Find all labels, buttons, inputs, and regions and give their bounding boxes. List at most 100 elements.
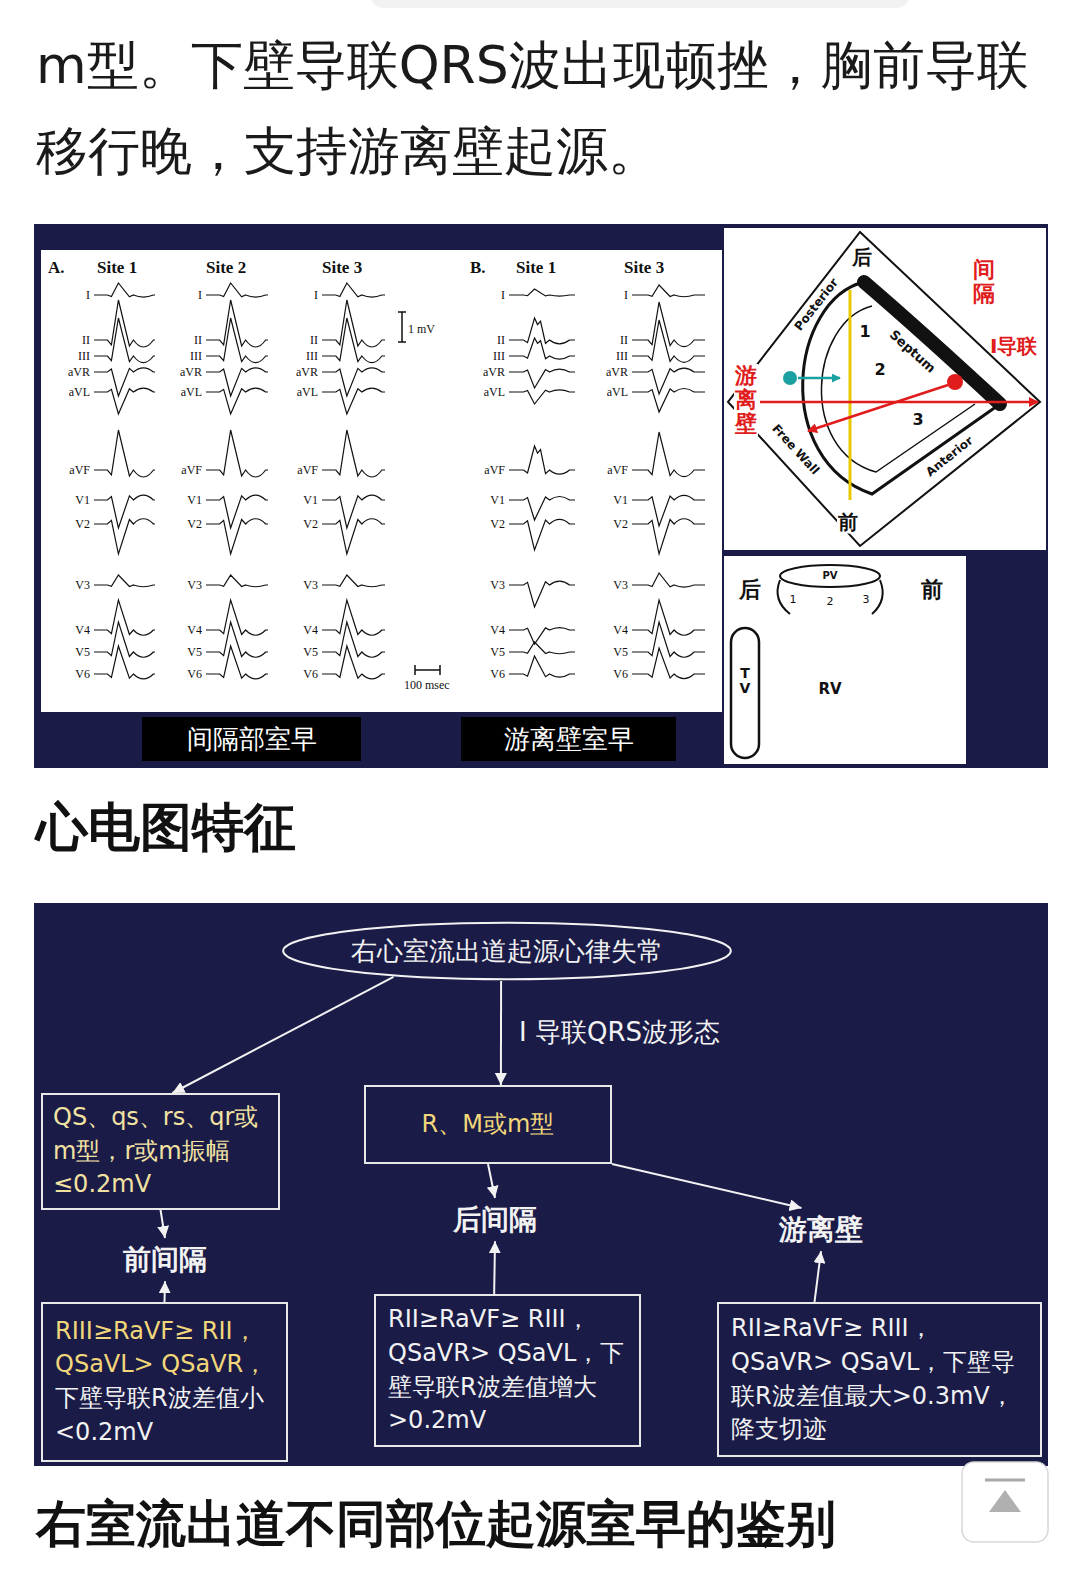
ecg-trace bbox=[632, 573, 705, 587]
search-bar bbox=[370, 0, 910, 8]
ecg-traces bbox=[94, 283, 705, 679]
node-text: RIII≥RaVF≥ RII，QSaVL> QSaVR， bbox=[55, 1315, 274, 1382]
ecg-trace bbox=[322, 495, 385, 528]
criteria-box: R、M或m型 bbox=[364, 1085, 612, 1164]
ecg-trace bbox=[632, 600, 705, 635]
lead-name: aVL bbox=[274, 384, 318, 400]
ecg-trace bbox=[206, 575, 268, 587]
ecg-trace bbox=[509, 289, 575, 296]
site-label: Site 2 bbox=[206, 258, 246, 278]
ecg-trace bbox=[94, 622, 155, 657]
ecg-trace bbox=[94, 495, 155, 528]
node-text: 下壁导联R波差值小<0.2mV bbox=[55, 1382, 274, 1449]
node-text: 游离壁 bbox=[760, 1210, 882, 1249]
ecg-trace bbox=[509, 390, 575, 404]
origin-dot bbox=[947, 374, 963, 390]
lead-name: aVF bbox=[461, 462, 505, 478]
lead-name: I bbox=[584, 287, 628, 303]
ecg-trace bbox=[509, 628, 575, 644]
chamber-label: RV bbox=[818, 681, 841, 698]
ecg-trace bbox=[509, 318, 575, 344]
ecg-trace bbox=[509, 497, 575, 521]
ecg-trace bbox=[509, 338, 575, 359]
criteria-box: RIII≥RaVF≥ RII，QSaVL> QSaVR，下壁导联R波差值小<0.… bbox=[41, 1302, 288, 1462]
section-heading: 心电图特征 bbox=[36, 796, 296, 858]
lead-name: V2 bbox=[46, 516, 90, 532]
flow-arrow bbox=[164, 1281, 167, 1302]
direction-label: 后 bbox=[739, 577, 761, 602]
axis-line bbox=[849, 290, 852, 500]
ecg-trace bbox=[509, 446, 575, 474]
lead-name: V5 bbox=[461, 644, 505, 660]
valve-ring bbox=[780, 565, 880, 587]
valve-label: PV bbox=[822, 570, 837, 582]
scroll-top-icon bbox=[989, 1490, 1021, 1512]
ecg-trace bbox=[206, 622, 268, 657]
lead-name: aVR bbox=[461, 364, 505, 380]
vector-arrow bbox=[808, 385, 948, 431]
outflow-tract bbox=[778, 580, 883, 614]
lead-name: I bbox=[158, 287, 202, 303]
ecg-trace bbox=[94, 283, 155, 297]
valve-symbol bbox=[731, 628, 759, 758]
start-ellipse: 右心室流出道起源心律失常 bbox=[280, 921, 734, 981]
lead-name: II bbox=[46, 332, 90, 348]
callout-number: 1 bbox=[790, 594, 797, 607]
lead-name: V1 bbox=[46, 492, 90, 508]
ecg-trace bbox=[322, 283, 385, 297]
flow-arrow bbox=[500, 981, 502, 1085]
site-label: 游离壁 bbox=[756, 1208, 886, 1251]
ecg-trace bbox=[322, 622, 385, 657]
caption-box: 游离壁室早 bbox=[461, 717, 676, 761]
ecg-trace bbox=[509, 656, 575, 677]
ecg-trace bbox=[509, 642, 575, 654]
lead-name: V5 bbox=[274, 644, 318, 660]
lead-name: III bbox=[46, 348, 90, 364]
lead-name: V5 bbox=[46, 644, 90, 660]
lead-name: aVF bbox=[584, 462, 628, 478]
ecg-trace bbox=[206, 495, 268, 528]
figure-panel bbox=[34, 903, 1048, 1466]
lead-name: aVR bbox=[274, 364, 318, 380]
lead-name: III bbox=[274, 348, 318, 364]
lead-name: V3 bbox=[274, 577, 318, 593]
lead-name: aVF bbox=[274, 462, 318, 478]
ecg-trace bbox=[322, 600, 385, 635]
direction-label: 前 bbox=[921, 577, 943, 602]
flow-arrow bbox=[172, 977, 393, 1093]
lead-name: aVR bbox=[46, 364, 90, 380]
scale-bar bbox=[415, 665, 440, 675]
ecg-trace bbox=[322, 388, 385, 414]
callout-number: 3 bbox=[912, 411, 923, 429]
panel-letter: A. bbox=[48, 258, 65, 278]
ecg-trace bbox=[509, 519, 575, 550]
edge-label: I 导联QRS波形态 bbox=[515, 1016, 724, 1050]
scroll-top-icon bbox=[985, 1479, 1025, 1482]
callout-number: 1 bbox=[859, 323, 870, 341]
lead-name: V3 bbox=[584, 577, 628, 593]
scroll-top-button bbox=[962, 1462, 1048, 1542]
lead-name: II bbox=[158, 332, 202, 348]
ecg-trace bbox=[509, 369, 575, 388]
lead-axis-arrow bbox=[760, 401, 1038, 404]
lead-name: aVL bbox=[461, 384, 505, 400]
ecg-trace bbox=[632, 302, 705, 347]
section-outline bbox=[728, 232, 1040, 546]
node-text: 后间隔 bbox=[434, 1200, 556, 1239]
origin-dot bbox=[783, 371, 797, 385]
ecg-trace bbox=[322, 300, 385, 347]
ecg-trace bbox=[322, 519, 385, 554]
valve-label: TV bbox=[738, 666, 752, 697]
ecg-panel bbox=[41, 250, 722, 712]
ecg-trace bbox=[322, 318, 385, 363]
site-label: Site 3 bbox=[322, 258, 362, 278]
lead-name: aVL bbox=[46, 384, 90, 400]
ecg-trace bbox=[206, 519, 268, 554]
direction-label: 后 bbox=[851, 246, 873, 269]
lead-name: V2 bbox=[461, 516, 505, 532]
ecg-trace bbox=[322, 646, 385, 679]
ecg-trace bbox=[322, 575, 385, 587]
lead-name: V6 bbox=[584, 666, 628, 682]
node-text: QS、qs、rs、qr或m型，r或m振幅≤0.2mV bbox=[53, 1101, 268, 1202]
